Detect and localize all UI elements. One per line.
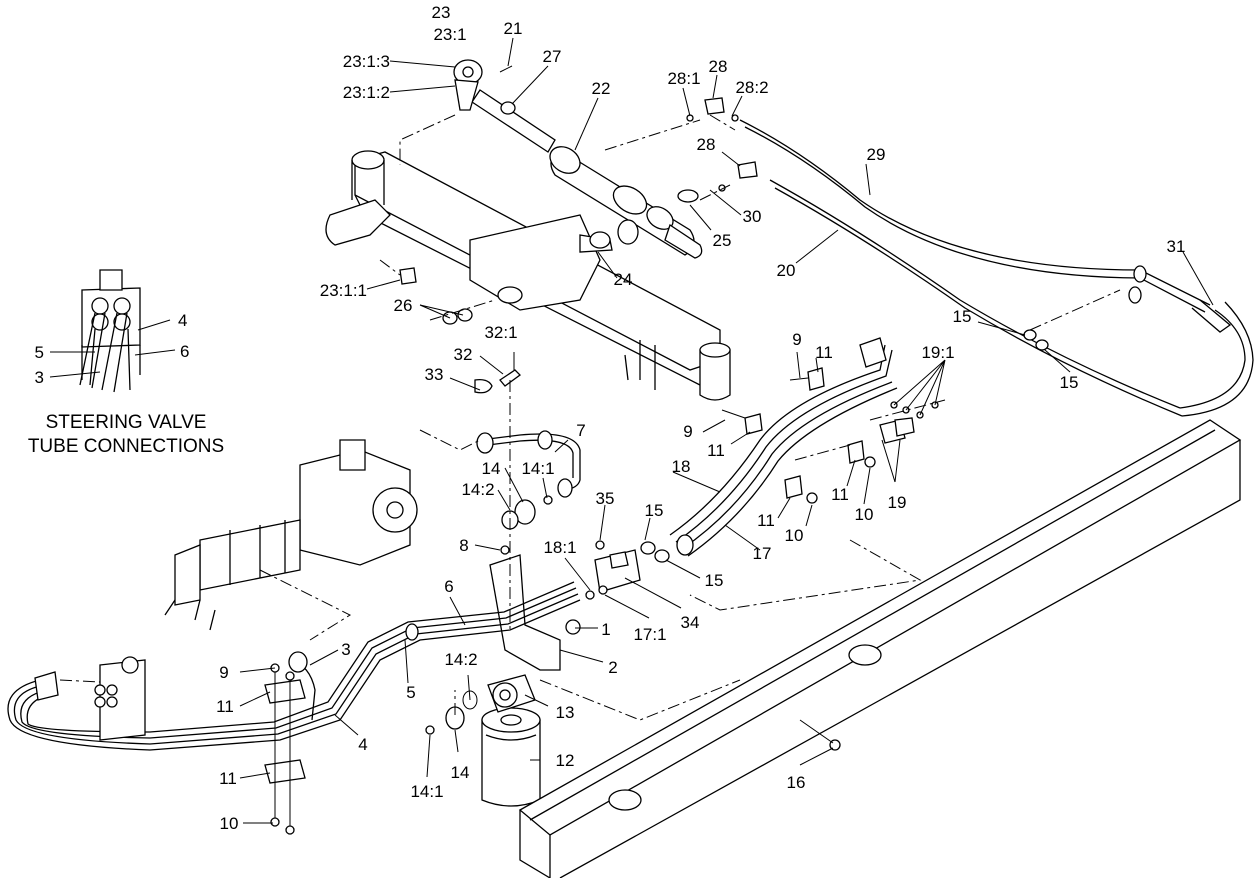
callout-11-f: 11 — [219, 769, 237, 788]
callout-5-a: 5 — [35, 343, 44, 362]
callout-11-a: 11 — [815, 343, 833, 362]
callout-28-a: 28 — [709, 57, 728, 76]
callout-14-2-b: 14:2 — [444, 650, 477, 669]
callout-18: 18 — [672, 457, 691, 476]
callout-18-1: 18:1 — [543, 538, 576, 557]
callout-11-d: 11 — [757, 511, 775, 530]
lower-tubes-drawing — [7, 581, 581, 835]
caption-line-2: TUBE CONNECTIONS — [28, 436, 224, 457]
callout-6-a: 6 — [180, 342, 189, 361]
callout-31: 31 — [1167, 237, 1186, 256]
callout-7: 7 — [576, 421, 585, 440]
pump-drawing — [164, 439, 418, 631]
callout-23-1-1: 23:1:1 — [320, 281, 367, 300]
callout-23: 23 — [432, 3, 451, 22]
fittings-14-upper-drawing — [501, 495, 553, 530]
callout-30: 30 — [743, 207, 762, 226]
callout-4-a: 4 — [178, 311, 187, 330]
callout-13: 13 — [556, 703, 575, 722]
steering-valve-inset — [79, 269, 141, 393]
callout-28-1: 28:1 — [667, 69, 700, 88]
callout-17-1: 17:1 — [633, 625, 666, 644]
callout-3-b: 3 — [341, 640, 350, 659]
callout-14-1-a: 14:1 — [521, 459, 554, 478]
callout-1: 1 — [601, 620, 610, 639]
callout-10-c: 10 — [220, 814, 239, 833]
front-axle-drawing — [325, 150, 731, 401]
callout-11-e: 11 — [216, 697, 234, 716]
callout-34: 34 — [681, 613, 700, 632]
callout-24: 24 — [614, 270, 633, 289]
callout-12: 12 — [556, 751, 575, 770]
callout-19: 19 — [888, 493, 907, 512]
callout-11-c: 11 — [831, 485, 849, 504]
callout-22: 22 — [592, 79, 611, 98]
caption-line-1: STEERING VALVE — [46, 412, 207, 433]
callout-5-b: 5 — [406, 683, 415, 702]
tube-7-drawing — [476, 430, 581, 498]
callout-14-a: 14 — [482, 459, 501, 478]
callout-11-b: 11 — [707, 441, 725, 460]
manifold-34-drawing — [585, 534, 694, 600]
callout-15-a: 15 — [953, 307, 972, 326]
callout-29: 29 — [867, 145, 886, 164]
callout-25: 25 — [713, 231, 732, 250]
callout-14-1-b: 14:1 — [410, 782, 443, 801]
callout-28-b: 28 — [697, 135, 716, 154]
tubes-17-18-drawing — [669, 337, 898, 557]
callout-6-b: 6 — [444, 577, 453, 596]
callout-19-1: 19:1 — [921, 343, 954, 362]
callout-9-b: 9 — [683, 422, 692, 441]
callout-21: 21 — [504, 19, 523, 38]
callout-15-d: 15 — [705, 571, 724, 590]
callout-26: 26 — [394, 296, 413, 315]
callout-23-1-3: 23:1:3 — [343, 52, 390, 71]
callout-15-c: 15 — [645, 501, 664, 520]
callout-10-a: 10 — [855, 505, 874, 524]
callout-23-1-2: 23:1:2 — [343, 83, 390, 102]
callout-32-1: 32:1 — [484, 323, 517, 342]
chassis-frame-drawing — [518, 419, 1242, 879]
hose-drawing — [686, 97, 1254, 417]
callout-20: 20 — [777, 261, 796, 280]
callout-10-b: 10 — [785, 526, 804, 545]
callout-4-b: 4 — [358, 735, 367, 754]
bracket-2-drawing — [489, 545, 581, 671]
callout-16: 16 — [787, 773, 806, 792]
callout-8: 8 — [459, 536, 468, 555]
callout-33: 33 — [425, 365, 444, 384]
callout-28-2: 28:2 — [735, 78, 768, 97]
callout-labels: 23 23:1 23:1:3 23:1:2 21 27 22 28:1 28 2… — [35, 3, 1186, 833]
callout-14-b: 14 — [451, 763, 470, 782]
callout-17: 17 — [753, 544, 772, 563]
callout-23-1: 23:1 — [433, 25, 466, 44]
fitting-32-33-drawing — [474, 369, 521, 394]
callout-3-a: 3 — [35, 368, 44, 387]
callout-32: 32 — [454, 345, 473, 364]
callout-15-b: 15 — [1060, 373, 1079, 392]
callout-2: 2 — [608, 658, 617, 677]
phantom-lines — [59, 114, 1121, 721]
callout-9-a: 9 — [792, 330, 801, 349]
brackets-19-drawing — [721, 367, 939, 504]
callout-14-2-a: 14:2 — [461, 480, 494, 499]
callout-9-c: 9 — [219, 663, 228, 682]
steering-cylinder-drawing — [453, 59, 703, 259]
callout-35: 35 — [596, 489, 615, 508]
leader-lines — [49, 37, 1214, 824]
callout-27: 27 — [543, 47, 562, 66]
